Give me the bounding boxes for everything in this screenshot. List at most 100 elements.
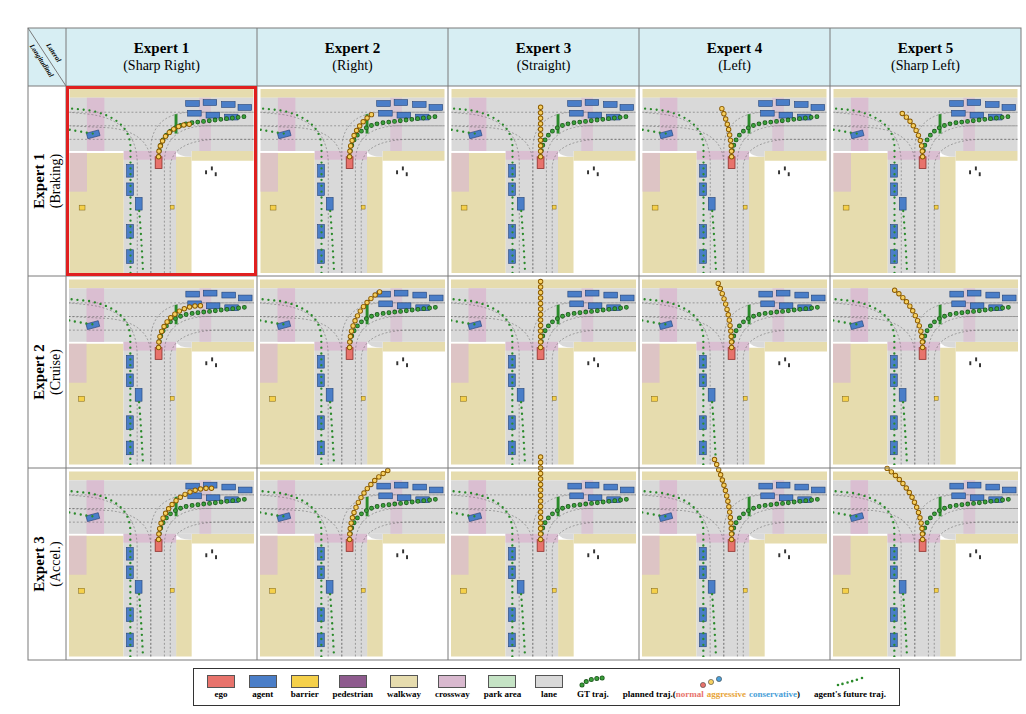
planned-trajectory — [350, 291, 382, 348]
legend-swatch — [488, 675, 516, 688]
expert-title: Expert 2 — [31, 344, 48, 399]
legend-trajectory-icon — [696, 675, 726, 688]
expert-title: Expert 5 — [898, 40, 953, 57]
planned-dot — [701, 682, 706, 687]
planned-trajectory — [714, 458, 732, 540]
planned-trajectory-outline — [159, 488, 213, 539]
scene-map — [69, 472, 254, 657]
scene-map — [451, 280, 636, 465]
legend-box: ego agent barrier pedestrian walkway crossway… — [193, 668, 900, 706]
scene-map — [643, 89, 827, 273]
planned-dot — [717, 676, 722, 681]
planned-trajectory-outline — [720, 105, 731, 157]
scene-map — [261, 89, 445, 273]
scene-map — [833, 280, 1018, 465]
rotated-label: Expert 1(Braking) — [28, 86, 66, 276]
legend-text-row: GT traj. — [577, 690, 609, 700]
legend-item: crossway — [435, 675, 470, 700]
planned-trajectory — [720, 105, 731, 157]
expert-mode: (Cruise) — [48, 349, 63, 395]
legend-text: walkway — [387, 690, 421, 700]
legend-style-word: ) — [797, 690, 800, 700]
legend-text-row: ego — [214, 690, 227, 700]
legend-text: GT traj. — [577, 690, 609, 700]
planned-trajectory — [717, 281, 732, 347]
planned-trajectory — [159, 306, 203, 348]
scene-map — [70, 89, 254, 273]
planned-trajectory-outline — [159, 306, 203, 348]
column-header: Expert 5(Sharp Left) — [830, 28, 1021, 86]
planned-trajectory — [350, 470, 390, 540]
legend-style-word: normal — [676, 690, 704, 700]
legend-item: agent — [249, 675, 277, 700]
expert-mode: (Braking) — [48, 154, 63, 208]
legend-swatch — [207, 675, 235, 688]
legend-text: lane — [541, 690, 557, 700]
legend-style-word: aggressive — [707, 690, 746, 700]
planned-trajectory — [539, 279, 543, 348]
planned-trajectory — [899, 111, 922, 157]
column-header: Expert 4(Left) — [639, 28, 830, 86]
planned-dot — [709, 679, 714, 684]
scene-map — [642, 280, 827, 465]
expert-title: Expert 2 — [325, 40, 380, 57]
legend-swatch — [339, 675, 367, 688]
legend-swatch — [535, 675, 563, 688]
legend-text: ego — [214, 690, 227, 700]
expert-title: Expert 1 — [31, 153, 48, 208]
legend-text-row: planned traj.(normalaggressiveconservati… — [623, 690, 800, 700]
legend-trajectory-icon — [835, 675, 865, 688]
legend-item: walkway — [387, 675, 421, 700]
legend-text: park area — [484, 690, 522, 700]
expert-mode: (Accel.) — [48, 541, 63, 586]
legend-text: pedestrian — [333, 690, 374, 700]
column-header: Expert 1(Sharp Right) — [66, 28, 257, 86]
planned-trajectory — [893, 289, 923, 348]
expert-title: Expert 3 — [31, 536, 48, 591]
scene-map — [834, 89, 1018, 273]
scene-map — [69, 280, 254, 465]
row-header: Expert 3(Accel.) — [28, 468, 66, 660]
legend-swatch — [438, 675, 466, 688]
scene-map — [260, 280, 445, 465]
legend-text: agent's future traj. — [814, 690, 886, 700]
legend-swatch — [291, 675, 319, 688]
legend-text-row: walkway — [387, 690, 421, 700]
axis-label: Lateral — [44, 42, 61, 63]
legend-item: agent's future traj. — [814, 675, 886, 700]
expert-mode: (Straight) — [517, 58, 571, 74]
rotated-label: Expert 3(Accel.) — [28, 468, 66, 660]
expert-mode: (Left) — [718, 58, 751, 74]
expert-mode: (Sharp Left) — [891, 58, 960, 74]
planned-trajectory-outline — [538, 279, 543, 348]
legend-style-word: ( — [673, 690, 676, 700]
legend-text: planned traj. — [623, 690, 673, 700]
scene-map — [833, 472, 1018, 657]
legend-text: barrier — [291, 690, 319, 700]
legend-style-word: conservative — [749, 690, 797, 700]
expert-title: Expert 4 — [707, 40, 762, 57]
planned-trajectory-outline — [886, 468, 923, 540]
legend-text-row: agent's future traj. — [814, 690, 886, 700]
scene-map — [642, 472, 827, 657]
legend-item: ego — [207, 675, 235, 700]
legend-item: lane — [535, 675, 563, 700]
row-header: Expert 2(Cruise) — [28, 276, 66, 468]
planned-trajectory-outline — [717, 281, 732, 347]
expert-mode: (Sharp Right) — [123, 58, 200, 74]
scene-map — [451, 472, 636, 657]
legend-trajectory-icon — [578, 675, 608, 688]
legend-item: pedestrian — [333, 675, 374, 700]
legend-item: GT traj. — [577, 675, 609, 700]
rotated-label: Expert 2(Cruise) — [28, 276, 66, 468]
legend-text-row: lane — [541, 690, 557, 700]
planned-trajectory — [159, 124, 194, 157]
legend-text-row: barrier — [291, 690, 319, 700]
planned-trajectory — [886, 468, 923, 540]
column-header: Expert 2(Right) — [257, 28, 448, 86]
row-header: Expert 1(Braking) — [28, 86, 66, 276]
planned-trajectory — [350, 113, 375, 157]
expert-title: Expert 3 — [516, 40, 571, 57]
legend-text-row: crossway — [435, 690, 470, 700]
